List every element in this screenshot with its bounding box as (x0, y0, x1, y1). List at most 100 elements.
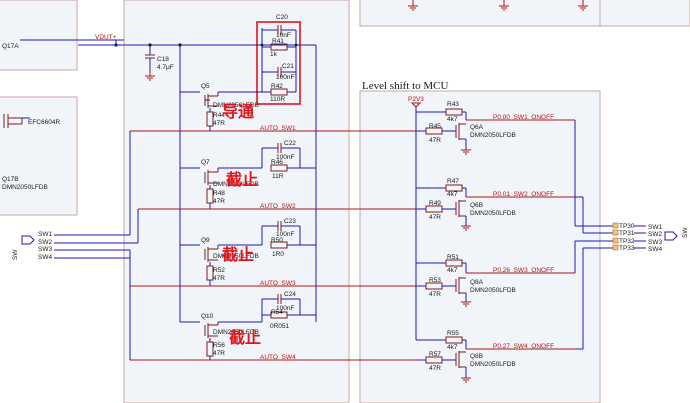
ls-1-rgate-value: 47R (429, 137, 441, 144)
p2v3-label: P2V3 (408, 96, 424, 103)
ls-2-part-label: DMN2050LFDB (470, 210, 516, 217)
q17b-label: Q17B (2, 176, 19, 183)
test-point-tp31: TP31 (612, 229, 635, 237)
cap-c21 (262, 67, 296, 77)
r41-ref: R41 (272, 38, 284, 45)
stage-4-res-value: 0R051 (270, 323, 290, 330)
stage-3-q-label: Q9 (201, 237, 210, 244)
c20-value: 10nF (276, 32, 291, 39)
stage-1: Q5 DMN2050LFDB R44 47R 导通 AUTO_SW1 (130, 83, 418, 132)
stage-1-q-label: Q5 (201, 83, 210, 90)
transistor-symbol-q17b (3, 114, 23, 128)
c21-value: 100nF (276, 74, 294, 81)
stage-4: C24 100nF R54 0R051 Q10 DMN2050LFDB R56 … (130, 291, 418, 361)
section-title: Level shift to MCU (362, 80, 449, 92)
ls-2-rgate-ref: R49 (429, 200, 441, 207)
highlight-box (256, 21, 301, 105)
c21-ref: C21 (282, 63, 294, 70)
stage-1-net-label: AUTO_SW1 (260, 125, 296, 132)
capacitor-c18 (145, 45, 155, 72)
stage-2-res-ref: R46 (271, 159, 283, 166)
ls-2-rpull-value: 4k7 (447, 191, 458, 198)
stage-2-q-label: Q7 (201, 159, 210, 166)
ground-symbol (461, 377, 471, 383)
stage-3-res-ref: R50 (271, 237, 283, 244)
stage-4-res-ref: R54 (271, 309, 283, 316)
sw-bus-left-label: SW (12, 249, 19, 260)
panel-switch (123, 0, 350, 403)
ls-4-q-label: Q8B (470, 353, 483, 360)
ls-1-rpull-value: 4k7 (447, 116, 458, 123)
r42-ref: R42 (271, 83, 283, 90)
ls-3-net-label: P0.26_SW3_ONOFF (493, 267, 554, 274)
r42-value: 110R (270, 96, 285, 103)
stage-2-cap-ref: C22 (284, 140, 296, 147)
ls-2-rpull-ref: R47 (447, 178, 459, 185)
sw-in-3: SW3 (38, 246, 52, 253)
sw-out-1: SW1 (648, 224, 662, 231)
efc-label: EFC6604R (28, 119, 60, 126)
stage-3-net-label: AUTO_SW3 (260, 280, 296, 287)
sw-in-2: SW2 (38, 239, 52, 246)
resistor-r41 (262, 43, 296, 51)
sw-input-port: SW (12, 235, 35, 260)
ls-4-rpull-value: 4k7 (447, 344, 458, 351)
q17a-label: Q17A (2, 43, 19, 50)
panel-left (0, 0, 78, 71)
stage-4-rgate-value: 47R (213, 350, 225, 357)
stage-3-cap-ref: C23 (284, 218, 296, 225)
stage-3-res-value: 1R0 (272, 251, 284, 258)
stage-2-res-value: 11R (272, 173, 284, 180)
sw-out-4: SW4 (648, 246, 662, 253)
ground-symbol (145, 72, 155, 81)
test-point-tp33: TP33 (612, 244, 635, 252)
ls-1-q-label: Q6A (470, 124, 484, 131)
vdut-label: VDUT+ (95, 34, 117, 41)
stage-3-rgate-ref: R52 (213, 267, 225, 274)
stage-2-part-label: DMN2050LFDB (213, 181, 259, 188)
ls-2-net-label: P0.01_SW2_ONOFF (493, 191, 554, 198)
stage-4-q-label: Q10 (201, 313, 214, 320)
ls-4-net-label: P0.27_SW4_ONOFF (493, 343, 554, 350)
panel-left-lower (0, 96, 78, 216)
ls-4-rgate-value: 47R (429, 365, 441, 372)
ground-symbol (408, 0, 418, 11)
level-shift-3: R51 4k7 R53 47R Q8A DMN2050LFDB P0.26_SW… (416, 254, 575, 307)
stage-4-net-label: AUTO_SW4 (260, 354, 296, 361)
junction-dot (260, 43, 264, 47)
tp32-label: TP32 (619, 238, 635, 245)
ls-1-rpull-ref: R43 (447, 101, 459, 108)
cap-c20 (261, 25, 297, 92)
sw-output-port: SW (664, 227, 689, 241)
stage-3-annotation: 截止 (222, 245, 254, 264)
ls-3-rgate-ref: R53 (429, 277, 441, 284)
ls-4-rgate-ref: R57 (429, 351, 441, 358)
ls-2-q-label: Q6B (470, 202, 483, 209)
c18-value: 4.7μF (157, 64, 174, 71)
c18-ref: C18 (157, 56, 169, 63)
ls-1-net-label: P0.00_SW1_ONOFF (493, 114, 554, 121)
ls-3-rgate-value: 47R (429, 291, 441, 298)
level-shift-2: R47 4k7 R49 47R Q6B DMN2050LFDB P0.01_SW… (416, 178, 575, 231)
stage-2-cap-value: 100nF (276, 154, 294, 161)
stage-3: C23 100nF R50 1R0 Q9 DMN2050LFDB R52 47R… (130, 218, 418, 287)
ground-symbol (499, 0, 509, 11)
stage-2-net-label: AUTO_SW2 (260, 203, 296, 210)
stage-2-rgate-ref: R48 (213, 190, 225, 197)
stage-4-cap-ref: C24 (284, 291, 296, 298)
test-point-tp32: TP32 (612, 237, 635, 245)
tp31-label: TP31 (619, 230, 635, 237)
resistor-r42 (262, 88, 296, 96)
sw-bus-right-label: SW (682, 227, 689, 238)
stage-1-rgate-ref: R44 (213, 112, 225, 119)
stage-2-rgate-value: 47R (213, 198, 225, 205)
ground-symbol (461, 301, 471, 307)
stage-4-part-label: DMN2050LFDB (213, 329, 259, 336)
q17b-part-label: DMN2050LFDB (2, 184, 48, 191)
stage-2: C22 100nF R46 11R Q7 DMN2050LFDB R48 47R… (138, 140, 418, 210)
ground-symbol (461, 149, 471, 155)
ls-4-rpull-ref: R55 (447, 330, 459, 337)
sw-in-1: SW1 (38, 231, 52, 238)
panel-top-right (359, 0, 690, 27)
